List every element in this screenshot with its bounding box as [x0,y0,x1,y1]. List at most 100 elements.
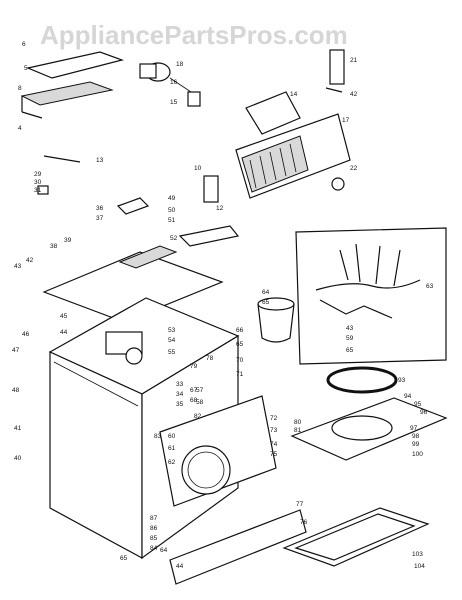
callout-label: 47 [12,347,20,354]
callout-label: 85 [150,535,158,542]
callout-label: 75 [270,451,278,458]
callout-label: 86 [150,525,158,532]
callout-label: 54 [168,337,176,344]
callout-label: 43 [346,325,354,332]
callout-label: 16 [170,79,178,86]
callout-label: 42 [26,257,34,264]
callout-label: 10 [194,165,202,172]
callout-label: 22 [350,165,358,172]
callout-label: 82 [194,413,202,420]
callout-label: 4 [18,125,22,132]
callout-label: 87 [150,515,158,522]
callout-label: 83 [154,433,162,440]
callout-label: 97 [410,425,418,432]
callout-label: 34 [176,391,184,398]
hinge-part [37,155,219,203]
callout-label: 8 [18,85,22,92]
callout-label: 15 [170,99,178,106]
filter-part [257,297,295,343]
callout-label: 42 [350,91,358,98]
callout-label: 65 [236,341,244,348]
callout-label: 40 [14,455,22,462]
callout-label: 81 [294,427,302,434]
switch-assembly-part [139,62,201,107]
callout-label: 5 [24,65,28,72]
callout-label: 100 [412,451,423,458]
callout-label: 67 [190,387,198,394]
callout-label: 80 [294,419,302,426]
watermark: AppliancePartsPros.com [40,20,348,50]
callout-label: 49 [168,195,176,202]
callout-label: 65 [346,347,354,354]
callout-label: 61 [168,445,176,452]
callout-label: 14 [290,91,298,98]
callout-label: 29 [34,171,42,178]
callout-label: 41 [14,425,22,432]
callout-label: 58 [196,399,204,406]
callout-label: 79 [190,363,198,370]
callout-label: 53 [168,327,176,334]
callout-label: 35 [176,401,184,408]
seal-ring-part [326,366,398,394]
callout-label: 93 [398,377,406,384]
callout-label: 51 [168,217,176,224]
callout-label: 98 [412,433,420,440]
callout-label: 96 [420,409,428,416]
callout-label: 78 [206,355,214,362]
wire-harness-inset [295,227,447,365]
control-panel-part [245,91,301,135]
callout-label: 70 [236,357,244,364]
inner-components-part [105,331,143,365]
callout-label: 68 [190,397,198,404]
bracket-part [325,49,345,93]
callout-label: 59 [346,335,354,342]
callout-label: 12 [216,205,224,212]
callout-label: 48 [12,387,20,394]
callout-label: 50 [168,207,176,214]
lid-part [290,397,448,461]
callout-label: 62 [168,459,176,466]
callout-label: 39 [64,237,72,244]
callout-label: 104 [414,563,425,570]
base-frame-part [282,507,430,567]
callout-label: 99 [412,441,420,448]
callout-label: 64 [262,289,270,296]
callout-label: 94 [404,393,412,400]
callout-label: 33 [176,381,184,388]
callout-label: 21 [350,57,358,64]
callout-label: 66 [236,327,244,334]
callout-label: 76 [300,519,308,526]
callout-label: 45 [60,313,68,320]
callout-label: 84 [150,545,158,552]
callout-label: 72 [270,415,278,422]
callout-label: 38 [50,243,58,250]
callout-label: 37 [96,215,104,222]
grille-panel-part [235,113,351,199]
callout-label: 44 [176,563,184,570]
callout-label: 17 [342,117,350,124]
callout-label: 30 [34,179,42,186]
callout-labels: 6584181615141722214213293031101236374950… [12,41,434,570]
callout-label: 31 [34,187,42,194]
callout-label: 44 [60,329,68,336]
callout-label: 64 [160,547,168,554]
console-trim-part [20,51,125,119]
callout-label: 95 [414,401,422,408]
callout-label: 71 [236,371,244,378]
callout-label: 18 [176,61,184,68]
callout-label: 74 [270,441,278,448]
callout-label: 52 [170,235,178,242]
callout-label: 55 [168,349,176,356]
callout-label: 63 [426,283,434,290]
callout-label: 60 [168,433,176,440]
callout-label: 43 [14,263,22,270]
callout-label: 46 [22,331,30,338]
callout-label: 65 [262,299,270,306]
callout-label: 6 [22,41,26,48]
callout-label: 36 [96,205,104,212]
callout-label: 73 [270,427,278,434]
callout-label: 13 [96,157,104,164]
front-door-part [159,395,307,585]
callout-label: 77 [296,501,304,508]
